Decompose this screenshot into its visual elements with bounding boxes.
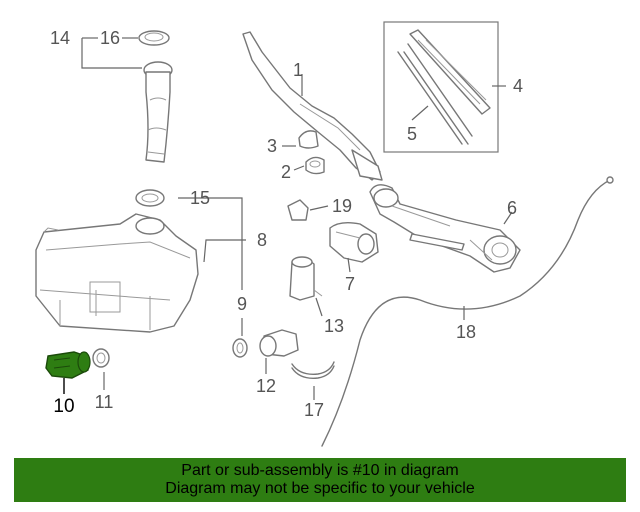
callout-5: 5 xyxy=(407,124,417,144)
leader-lines xyxy=(63,37,513,400)
wiper-arm-part[interactable] xyxy=(242,31,383,181)
notice-banner: Part or sub-assembly is #10 in diagram D… xyxy=(14,458,626,502)
callout-14: 14 xyxy=(50,28,70,48)
seal-ring-part[interactable] xyxy=(135,189,165,207)
parts-diagram: 1 2 3 4 5 6 7 8 9 10 11 12 13 14 15 16 1… xyxy=(35,21,614,447)
callout-13: 13 xyxy=(324,316,344,336)
short-hose-part[interactable] xyxy=(291,361,335,379)
callout-11: 11 xyxy=(95,392,114,412)
callout-17: 17 xyxy=(304,400,324,420)
callout-8: 8 xyxy=(257,230,267,250)
highlighted-washer-pump-part[interactable] xyxy=(45,351,91,379)
washer-pump-motor-part[interactable] xyxy=(329,221,379,263)
callout-15: 15 xyxy=(190,188,210,208)
filler-neck-part[interactable] xyxy=(143,61,173,163)
arm-nut-part[interactable] xyxy=(305,156,325,175)
notice-line-part: Part or sub-assembly is #10 in diagram xyxy=(181,462,459,479)
filler-cap-part[interactable] xyxy=(138,30,170,46)
washer-pump-part[interactable] xyxy=(289,256,323,301)
washer-tank-part[interactable] xyxy=(35,213,199,333)
callout-18: 18 xyxy=(456,322,476,342)
callout-16: 16 xyxy=(100,28,120,48)
wiper-linkage-part[interactable] xyxy=(369,184,521,273)
callout-12: 12 xyxy=(256,376,276,396)
wiper-blade-part[interactable] xyxy=(383,21,499,153)
callout-3: 3 xyxy=(267,136,277,156)
rear-washer-pump-part[interactable] xyxy=(259,329,299,357)
pump-grommet-part[interactable] xyxy=(232,338,248,358)
callout-9: 9 xyxy=(237,294,247,314)
callout-10: 10 xyxy=(53,396,74,417)
washer-hose-part[interactable] xyxy=(321,176,614,447)
callout-labels: 1 2 3 4 5 6 7 8 9 10 11 12 13 14 15 16 1… xyxy=(50,28,523,420)
arm-cap-part[interactable] xyxy=(298,130,319,149)
notice-line-disclaimer: Diagram may not be specific to your vehi… xyxy=(165,480,475,497)
callout-7: 7 xyxy=(345,274,355,294)
callout-2: 2 xyxy=(281,162,291,182)
clip-bracket-part[interactable] xyxy=(287,199,309,221)
callout-4: 4 xyxy=(513,76,523,96)
pump-seal-part[interactable] xyxy=(92,348,110,368)
callout-19: 19 xyxy=(332,196,352,216)
callout-6: 6 xyxy=(507,198,517,218)
callout-1: 1 xyxy=(293,60,303,80)
